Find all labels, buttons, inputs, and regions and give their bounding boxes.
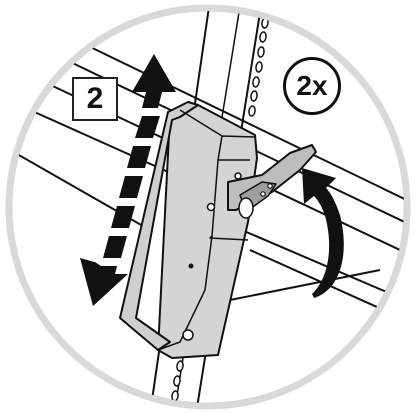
step-number-label: 2 (72, 77, 118, 121)
lever-handle (227, 144, 317, 219)
rotate-arrow-icon (302, 168, 344, 298)
move-up-down-arrow-icon (80, 54, 176, 306)
repeat-count-badge: 2x (283, 57, 341, 115)
